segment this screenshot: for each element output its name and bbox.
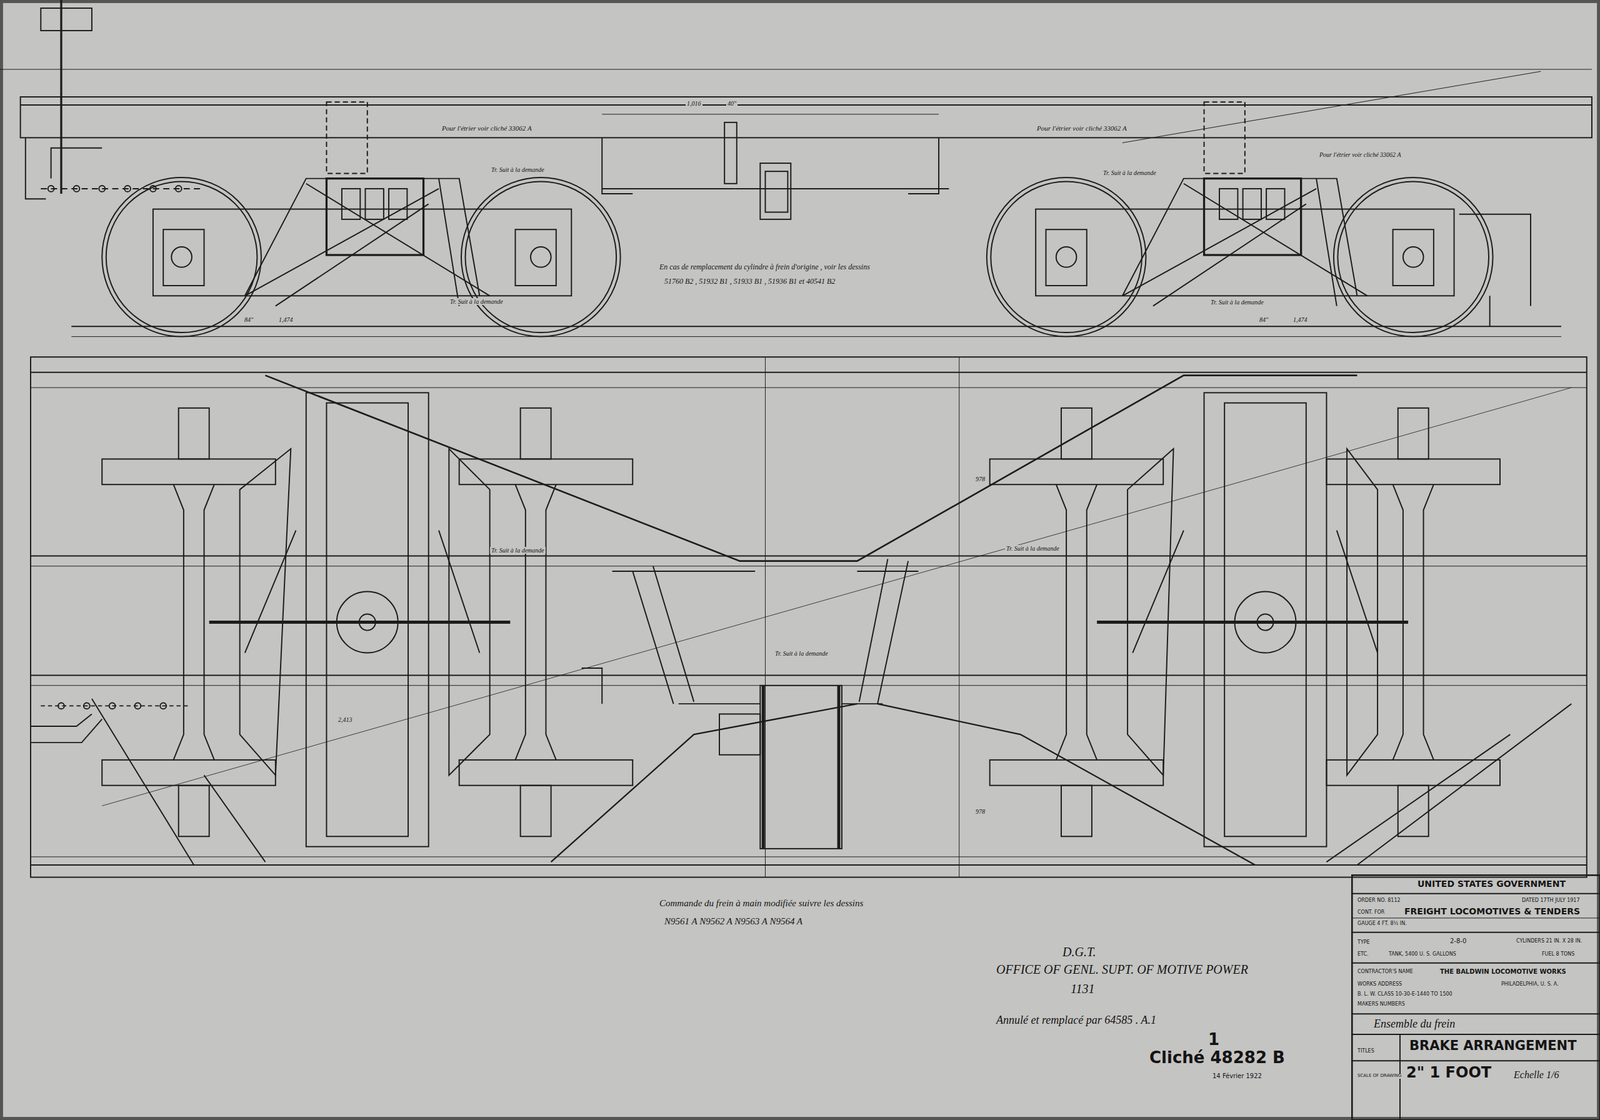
title-block-text: PHILADELPHIA, U. S. A. [1500,981,1560,988]
title-block-text: 2-8-0 [1448,937,1468,945]
note-text: Tr. Suit à la demande [448,298,505,305]
title-block-text: TYPE [1356,940,1372,946]
date-text: 14 Février 1922 [1211,1072,1264,1080]
title-block-text: ETC. [1356,951,1370,958]
dimension: 84" [243,316,255,324]
note-text: Tr. Suit à la demande [490,166,546,174]
note-text: En cas de remplacement du cylindre à fre… [658,263,872,272]
note-text: Commande du frein à main modifiée suivre… [658,898,865,909]
office-text: D.G.T. [1061,945,1098,959]
title-block-text: GAUGE 4 FT. 8½ IN. [1356,921,1409,927]
scale-text: 2" 1 FOOT [1405,1064,1493,1081]
sheet-number: 1 [1206,1030,1221,1049]
title-block-text: ORDER NO. 8112 [1356,898,1402,904]
title-block-text: MAKERS NUMBERS [1356,1001,1407,1008]
cliche-number: Cliché 48282 B [1148,1048,1287,1067]
drawing-title: BRAKE ARRANGEMENT [1408,1038,1579,1054]
title-block-text: TITLES [1356,1048,1376,1055]
dimension: 1,474 [277,316,295,324]
office-text: OFFICE OF GENL. SUPT. OF MOTIVE POWER [995,962,1250,977]
dimension: 40" [726,100,738,107]
title-block-text: B. L. W. CLASS 10-30-E-1440 TO 1500 [1356,991,1454,998]
note-text: N9561 A N9562 A N9563 A N9564 A [663,916,804,927]
title-block-text: CONT. FOR [1356,910,1386,916]
title-block-text: DATED 17TH JULY 1917 [1520,898,1582,904]
dimension: 2,413 [336,716,354,724]
title-block-text: UNITED STATES GOVERNMENT [1416,879,1567,889]
note-text: Tr. Suit à la demande [1209,298,1265,306]
scale-text: Echelle 1/6 [1512,1069,1560,1081]
dimension: 84" [1258,316,1270,324]
title-block-text: FUEL 8 TONS [1540,951,1576,958]
note-text: Tr. Suit à la demande [1101,169,1158,177]
note-text: Tr. Suit à la demande [490,546,546,554]
title-block-text: WORKS ADDRESS [1356,981,1404,988]
dimension: 1,474 [1291,316,1309,324]
title-block-text: FREIGHT LOCOMOTIVES & TENDERS [1403,906,1582,917]
note-text: Pour l'étrier voir cliché 33062 A [440,124,534,132]
title-block-text: CYLINDERS 21 IN. X 28 IN. [1515,938,1584,945]
note-text: Tr. Suit à la demande [1005,545,1061,552]
title-block-text: THE BALDWIN LOCOMOTIVE WORKS [1438,968,1568,975]
dimension: 978 [974,475,987,483]
title-block-text: SCALE OF DRAWING [1356,1073,1403,1079]
note-text: Annulé et remplacé par 64585 . A.1 [995,1014,1158,1027]
title-block-text: Ensemble du frein [1372,1018,1457,1031]
title-block-text: TANK, 5400 U. S. GALLONS [1387,951,1458,958]
dimension: 1,016 [685,100,703,107]
note-text: Tr. Suit à la demande [773,650,830,657]
office-text: 1131 [1069,981,1097,996]
dimension: 978 [974,808,987,815]
note-text: Pour l'étrier voir cliché 33062 A [1035,124,1129,132]
note-text: Pour l'étrier voir cliché 33062 A [1318,151,1403,159]
note-text: 51760 B2 , 51932 B1 , 51933 B1 , 51936 B… [663,277,837,286]
title-block-text: CONTRACTOR'S NAME [1356,969,1415,975]
